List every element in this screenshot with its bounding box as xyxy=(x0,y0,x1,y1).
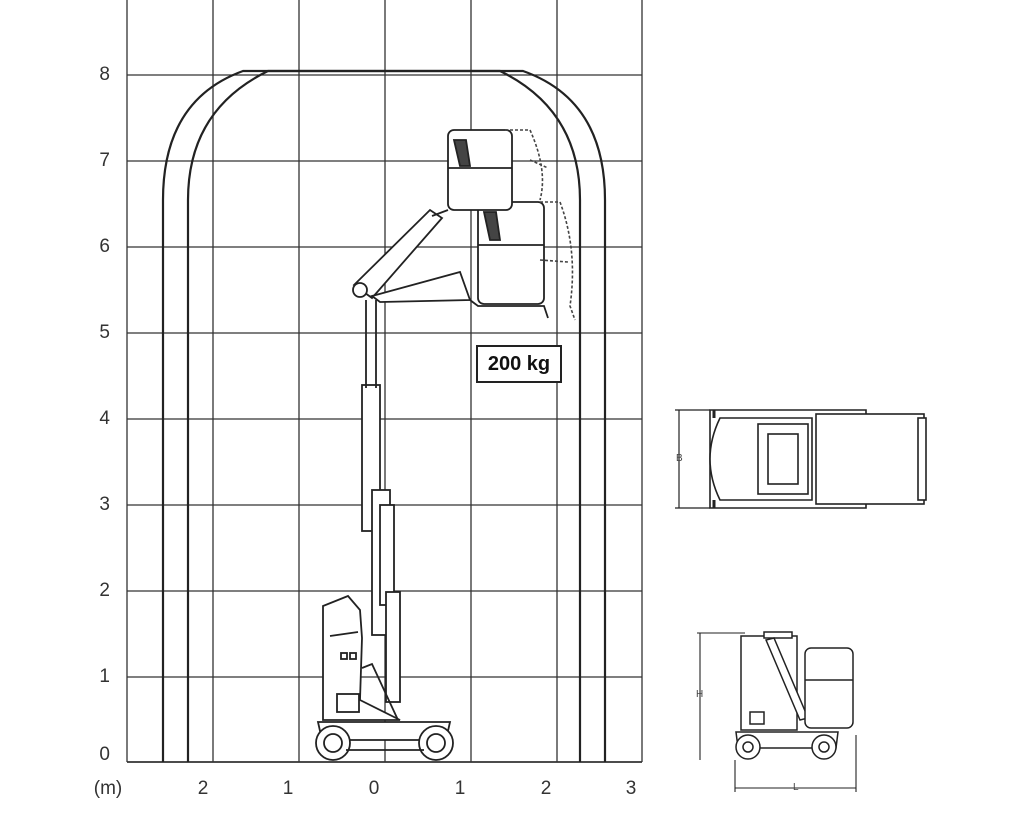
length-dimension-label: L xyxy=(793,782,799,793)
x-tick-3: 3 xyxy=(625,778,637,799)
lift-machine-top-view xyxy=(675,409,927,509)
y-tick-8: 8 xyxy=(99,64,110,85)
y-tick-4: 4 xyxy=(99,408,110,429)
working-envelope xyxy=(161,69,607,762)
load-capacity-badge: 200 kg xyxy=(476,345,562,383)
y-tick-3: 3 xyxy=(99,494,110,515)
y-tick-5: 5 xyxy=(99,322,110,343)
height-dimension-label: H xyxy=(696,689,704,700)
x-tick-1: 1 xyxy=(454,778,466,799)
width-dimension-label: B xyxy=(676,453,683,464)
x-tick-minus-1: 1 xyxy=(282,778,294,799)
lift-machine-side xyxy=(315,129,549,761)
y-tick-0: 0 xyxy=(99,744,110,765)
x-unit-label: (m) xyxy=(93,778,123,799)
x-tick-2: 2 xyxy=(540,778,552,799)
grid xyxy=(126,0,643,763)
x-tick-0: 0 xyxy=(368,778,380,799)
y-tick-6: 6 xyxy=(99,236,110,257)
y-tick-2: 2 xyxy=(99,580,110,601)
y-tick-1: 1 xyxy=(99,666,110,687)
y-tick-7: 7 xyxy=(99,150,110,171)
x-tick-minus-2: 2 xyxy=(197,778,209,799)
lift-machine-side-view-small xyxy=(697,631,857,792)
basket-rotation-dashed xyxy=(505,129,576,321)
